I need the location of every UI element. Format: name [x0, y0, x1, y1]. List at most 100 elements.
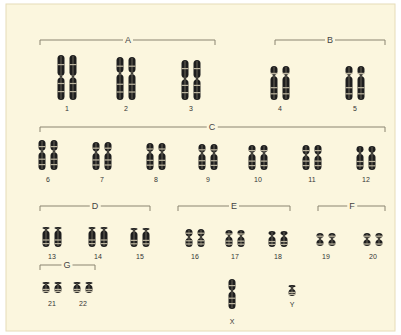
- chromosome-number: 20: [369, 253, 377, 260]
- chromosome-band: [43, 289, 50, 290]
- chromosome-band: [364, 236, 371, 237]
- chromosome-band: [51, 146, 58, 147]
- chromosome-band: [159, 165, 166, 166]
- chromosome-number: 9: [206, 176, 210, 183]
- chromosome-band: [129, 91, 136, 92]
- chromosome-number: 1: [65, 105, 69, 112]
- chromosome-band: [271, 73, 278, 74]
- chromosome-number: 11: [308, 176, 315, 183]
- chromosome-band: [211, 149, 218, 150]
- chromosome-band: [238, 241, 245, 242]
- chromosome-band: [129, 66, 136, 67]
- chromosome-band: [147, 160, 154, 161]
- chromosome-band: [346, 73, 353, 74]
- group-letter: E: [229, 202, 239, 211]
- chromosome-number: 22: [79, 300, 87, 307]
- chromosome-band: [199, 160, 206, 161]
- chromosome-pair: [199, 144, 218, 170]
- chromosome-band: [194, 68, 201, 69]
- chromosome-band: [283, 87, 290, 88]
- group-letter: C: [207, 123, 218, 132]
- chromosome-band: [249, 165, 256, 166]
- chromosome-pair: [89, 227, 108, 247]
- chromosome-band: [271, 93, 278, 94]
- chromosome-pair: [39, 140, 58, 170]
- chromosome-band: [271, 87, 278, 88]
- chromosome-band: [74, 289, 81, 290]
- chromosome-number: 18: [274, 253, 282, 260]
- chromosome-band: [369, 161, 376, 162]
- chromosome-band: [58, 91, 65, 92]
- chromosome-band: [105, 148, 112, 149]
- chromatid-gap: [58, 283, 59, 292]
- chromosome-band: [55, 291, 62, 292]
- chromosome-band: [226, 241, 233, 242]
- chromosome-pair: [147, 143, 166, 170]
- chromosome-band: [238, 233, 245, 234]
- chromatid-gap: [89, 283, 90, 292]
- chromosome-band: [43, 291, 50, 292]
- chromosome-number: 6: [46, 176, 50, 183]
- chromosome-band: [261, 150, 268, 151]
- chromosome-number: 10: [254, 176, 262, 183]
- chromosome-band: [101, 239, 108, 240]
- chromosome-band: [303, 165, 310, 166]
- chromatid-gap: [77, 283, 78, 292]
- chromosome-band: [186, 233, 193, 234]
- chromatid-gap: [132, 58, 133, 99]
- chromosome-band: [199, 149, 206, 150]
- chromatid-gap: [46, 283, 47, 292]
- chromosome-band: [229, 298, 236, 299]
- chromosome-band: [329, 243, 336, 244]
- chromosome-band: [58, 83, 65, 84]
- chromosome-band: [358, 73, 365, 74]
- chromosome-band: [369, 165, 376, 166]
- chromosome-band: [238, 244, 245, 245]
- chromosome-band: [261, 161, 268, 162]
- chromosome-band: [283, 73, 290, 74]
- chromosome-number: 2: [124, 105, 128, 112]
- chromosome-band: [261, 165, 268, 166]
- chromosome-pair: [226, 230, 245, 247]
- chromosome-band: [315, 150, 322, 151]
- chromosome-band: [194, 85, 201, 86]
- chromosome-number: 12: [362, 176, 370, 183]
- chromosome-number: 5: [353, 105, 357, 112]
- chromosome-band: [51, 159, 58, 160]
- chromosome-number: 13: [48, 253, 56, 260]
- chromosome-band: [346, 93, 353, 94]
- chromosome-band: [315, 161, 322, 162]
- chromosome-band: [198, 233, 205, 234]
- chromosome-band: [211, 165, 218, 166]
- chromosome-band: [89, 239, 96, 240]
- chromosome-pair: [289, 285, 296, 296]
- chromosome-band: [86, 289, 93, 290]
- chromosome-number: 8: [154, 176, 158, 183]
- chromosome-number: 4: [278, 105, 282, 112]
- chromosome-band: [159, 148, 166, 149]
- chromosome-pair: [269, 231, 288, 247]
- chromosome-pair: [229, 279, 236, 309]
- chromosome-band: [117, 84, 124, 85]
- chromosome-pair: [357, 146, 376, 170]
- chromosome-band: [194, 92, 201, 93]
- group-letter: D: [90, 202, 101, 211]
- chromosome-band: [58, 64, 65, 65]
- chromosome-band: [117, 91, 124, 92]
- chromosome-band: [211, 160, 218, 161]
- chromosome-band: [376, 236, 383, 237]
- chromosome-band: [101, 243, 108, 244]
- chromosome-pair: [271, 66, 290, 100]
- chromosome-band: [70, 83, 77, 84]
- chromosome-number: 14: [94, 253, 102, 260]
- chromosome-band: [86, 291, 93, 292]
- chromosome-band: [357, 165, 364, 166]
- chromosome-band: [43, 243, 50, 244]
- chromosome-band: [357, 161, 364, 162]
- chromosome-band: [186, 243, 193, 244]
- chromosome-band: [131, 243, 138, 244]
- chromosome-band: [289, 294, 296, 295]
- chromosome-band: [269, 241, 276, 242]
